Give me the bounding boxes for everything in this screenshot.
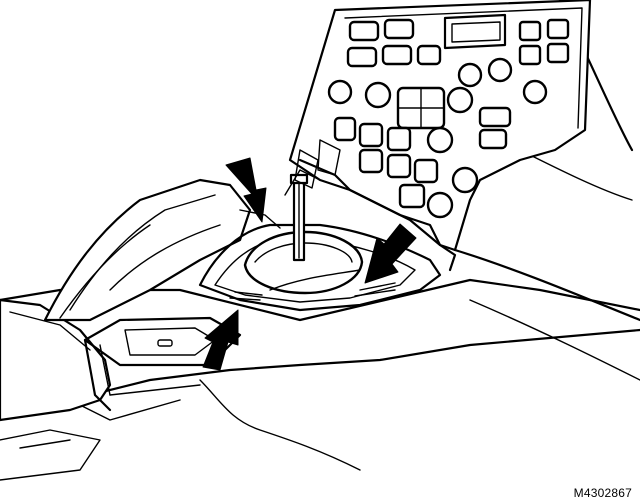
arrow-right — [364, 223, 417, 284]
storage-tray — [83, 316, 242, 412]
shifter-surround — [198, 223, 442, 312]
arrow-bottom-left — [202, 309, 239, 371]
console-trim-strip — [239, 158, 457, 272]
gear-lever — [289, 173, 309, 262]
arrow-top-left — [225, 157, 267, 223]
figure-code: M4302867 — [573, 486, 632, 500]
center-stack — [288, 0, 592, 252]
